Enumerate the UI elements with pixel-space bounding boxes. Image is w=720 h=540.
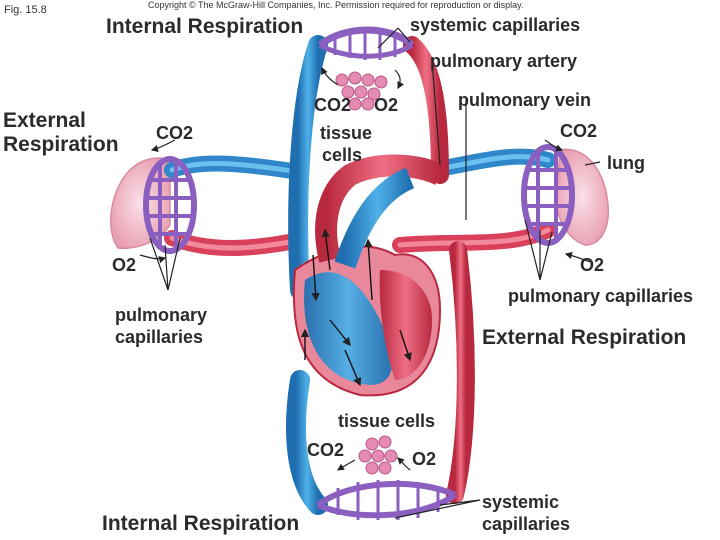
flow-arrows (300, 228, 412, 387)
heart (292, 154, 445, 397)
systemic-capillaries-bottom-line1: systemic (482, 492, 560, 512)
internal-respiration-top-label: Internal Respiration (106, 15, 304, 38)
pulmonary-capillaries-left-line2: capillaries (115, 327, 204, 347)
o2-right-label: O2 (580, 255, 605, 275)
pulmonary-vein-label: pulmonary vein (458, 90, 592, 110)
lung-label: lung (607, 153, 645, 173)
tissue-cells-top-line2: cells (322, 145, 363, 165)
tissue-cells-top (335, 71, 388, 111)
pulmonary-capillaries-right-label: pulmonary capillaries (508, 286, 694, 306)
o2-top-tissue-label: O2 (374, 95, 399, 115)
co2-left-label: CO2 (156, 123, 194, 143)
co2-right-label: CO2 (560, 121, 598, 141)
co2-top-tissue-label: CO2 (314, 95, 352, 115)
copyright-notice: Copyright © The McGraw-Hill Companies, I… (148, 0, 524, 10)
tissue-cells-top-line1: tissue (320, 123, 373, 143)
internal-respiration-bottom-label: Internal Respiration (102, 512, 300, 535)
systemic-capillaries-bottom-line2: capillaries (482, 514, 571, 534)
tissue-cells-bottom (358, 435, 398, 475)
bottom-systemic-capillary-bed (286, 241, 475, 520)
systemic-capillaries-top-label: systemic capillaries (410, 15, 581, 35)
o2-left-label: O2 (112, 255, 137, 275)
external-respiration-left-line2: Respiration (3, 133, 119, 156)
pulmonary-artery-label: pulmonary artery (430, 51, 578, 71)
tissue-cells-bottom-label: tissue cells (338, 411, 436, 431)
o2-bottom-tissue-label: O2 (412, 449, 437, 469)
figure-number: Fig. 15.8 (4, 4, 47, 16)
gas-arrows (139, 66, 591, 471)
external-respiration-left-line1: External (3, 109, 86, 132)
top-systemic-capillary-bed (288, 26, 449, 300)
co2-bottom-tissue-label: CO2 (307, 440, 345, 460)
left-pulmonary-capillary-bed (143, 155, 308, 256)
external-respiration-right-label: External Respiration (482, 326, 687, 349)
pulmonary-capillaries-left-line1: pulmonary (115, 305, 208, 325)
leader-lines (149, 27, 601, 519)
